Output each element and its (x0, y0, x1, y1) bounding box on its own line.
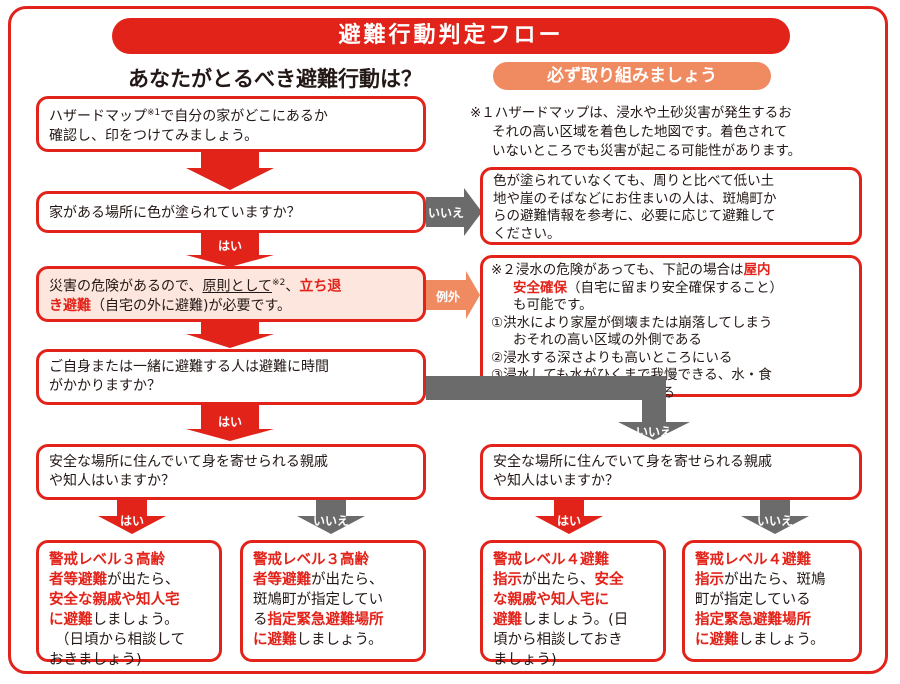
result-4-box: 警戒レベル４避難 指示が出たら、斑鳩 町が指定している 指定緊急避難場所 に避難… (682, 540, 862, 662)
arrow-no-2-horizontal (426, 376, 666, 400)
arrow-down-4-head (186, 429, 274, 441)
result-3-box: 警戒レベル４避難 指示が出たら、安全 な親戚や知人宅に 避難しましょう。(日 頃… (480, 540, 666, 668)
step-5-right-box: 安全な場所に住んでいて身を寄せられる親戚 や知人はいますか？ (480, 444, 862, 500)
label-yes-3: はい (119, 514, 144, 528)
arrow-exception-head (466, 271, 480, 319)
step-1-box: ハザードマップ※1で自分の家がどこにあるか 確認し、印をつけてみましょう。 (36, 96, 426, 152)
note-1: ※１ハザードマップは、浸水や土砂災害が発生するお それの高い区域を着色した地図で… (470, 105, 802, 159)
arrow-yes-3 (117, 500, 147, 516)
arrow-right-no-1 (426, 197, 464, 227)
label-no-3: いいえ (312, 514, 349, 528)
must-do-pill: 必ず取り組みましょう (493, 62, 771, 90)
arrow-down-2 (201, 233, 259, 255)
arrow-no-4-head (741, 516, 809, 534)
arrow-no-3-head (297, 516, 365, 534)
arrow-no-4 (760, 500, 790, 516)
arrow-down-3-head (186, 334, 274, 348)
result-2-box: 警戒レベル３高齢 者等避難が出たら、 斑鳩町が指定してい る指定緊急避難場所 に… (240, 540, 426, 662)
result-1-box: 警戒レベル３高齢 者等避難が出たら、 安全な親戚や知人宅 に避難しましょう。 （… (36, 540, 222, 668)
arrow-no-2-vertical (642, 376, 666, 422)
label-yes-4: はい (556, 514, 581, 528)
label-yes-2: はい (217, 415, 242, 429)
arrow-exception (426, 280, 466, 310)
arrow-yes-3-head (98, 516, 166, 534)
main-question: あなたがとるべき避難行動は？ (128, 67, 422, 91)
arrow-down-3 (201, 322, 259, 334)
label-no-4: いいえ (756, 514, 793, 528)
arrow-down-1 (201, 152, 259, 168)
title-banner: 避難行動判定フロー (112, 18, 790, 54)
step-2-box: 家がある場所に色が塗られていますか？ (36, 191, 426, 233)
arrow-no-3 (316, 500, 346, 516)
step-3-box: 災害の危険があるので、原則として※2、立ち退 き避難（自宅の外に避難)が必要です… (36, 266, 426, 322)
step-4-box: ご自身または一緒に避難する人は避難に時間 がかかりますか？ (36, 349, 426, 405)
arrow-down-1-head (186, 168, 274, 190)
label-yes-1: はい (217, 239, 242, 253)
step-5-left-box: 安全な場所に住んでいて身を寄せられる親戚 や知人はいますか？ (36, 444, 426, 500)
arrow-yes-4-head (535, 516, 603, 534)
arrow-no-2-head (618, 422, 690, 440)
label-no-1: いいえ (427, 206, 464, 220)
label-exception: 例外 (435, 290, 460, 304)
arrow-yes-4 (554, 500, 584, 516)
arrow-right-no-1-head (464, 188, 482, 236)
arrow-down-2-head (186, 255, 274, 267)
label-no-2: いいえ (635, 425, 672, 439)
step-2-no-result: 色が塗られていなくても、周りと比べて低い土 地や崖のそばなどにお住まいの人は、斑… (480, 167, 862, 245)
arrow-down-4 (201, 405, 259, 429)
